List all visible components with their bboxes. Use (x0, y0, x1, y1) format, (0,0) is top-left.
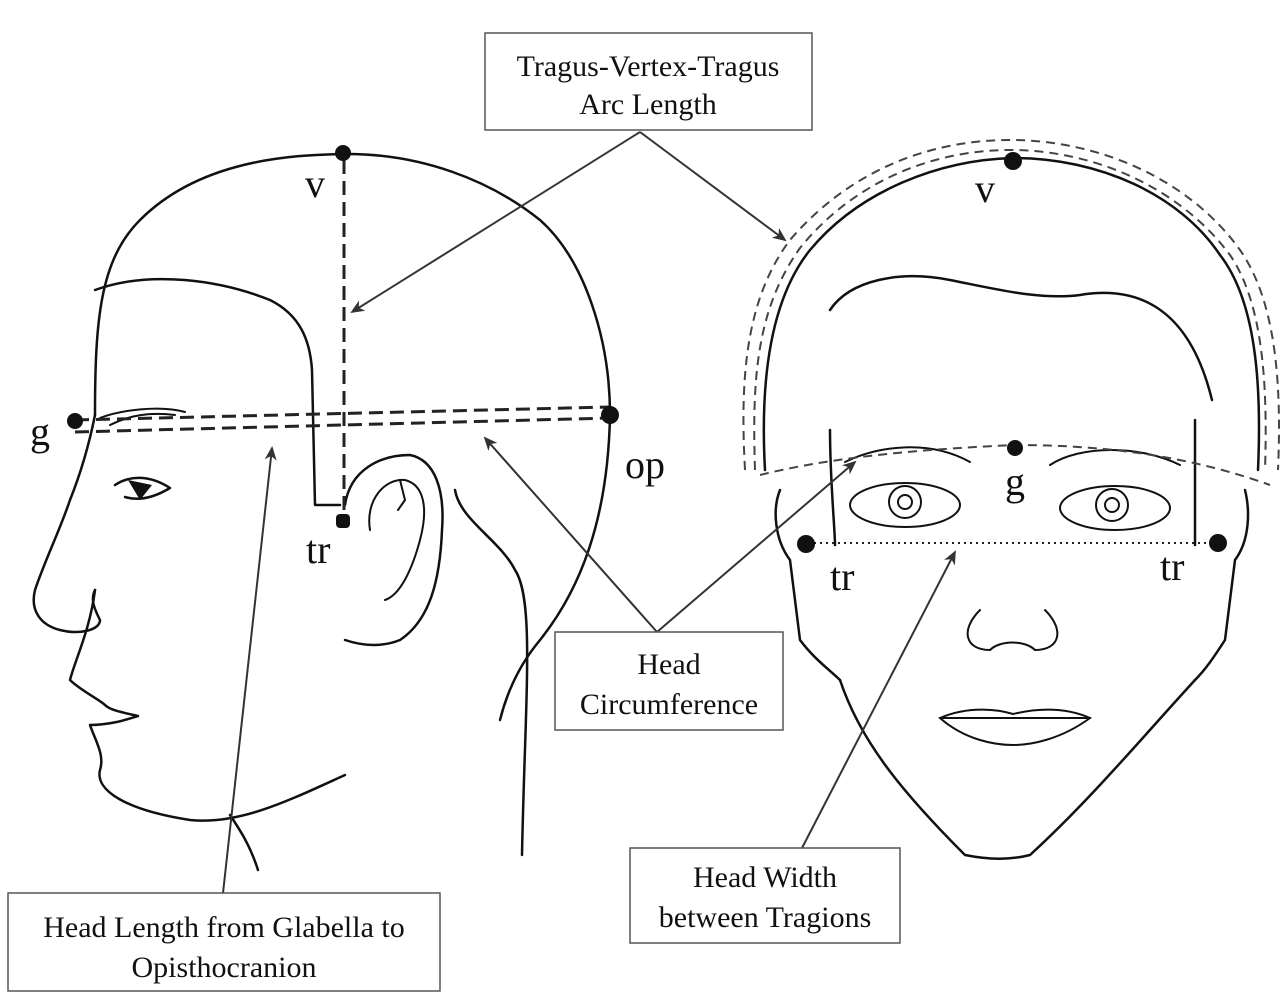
callout-length: Head Length from Glabella to Opisthocran… (7, 892, 441, 992)
callout-arc-length: Tragus-Vertex-Tragus Arc Length (484, 32, 813, 131)
circumference-line-1: Head (637, 648, 700, 681)
arc-length-line-2: Arc Length (579, 88, 716, 121)
arc-length-line-1: Tragus-Vertex-Tragus (517, 50, 780, 83)
side-vertex-label: v (305, 161, 325, 206)
arc-length-arrow-side (350, 131, 641, 314)
side-glabella-label: g (30, 409, 50, 454)
front-tragion-right-point (1209, 534, 1227, 552)
front-tragion-left-label: tr (830, 554, 854, 599)
length-line-2: Opisthocranion (132, 951, 317, 984)
width-line-2: between Tragions (659, 901, 872, 934)
length-arrow (222, 446, 277, 894)
side-vertex-point (335, 145, 351, 161)
pointer-arrows (222, 131, 956, 894)
circumference-line-2: Circumference (580, 688, 758, 721)
front-tragion-right-label: tr (1160, 544, 1184, 589)
side-opisthocranion-point (601, 406, 619, 424)
arc-length-arrow-front (639, 131, 787, 242)
front-vertex-label: v (975, 166, 995, 211)
side-glabella-point (67, 413, 83, 429)
length-line-1: Head Length from Glabella to (43, 911, 405, 944)
front-glabella-point (1007, 440, 1023, 456)
side-tragion-point (336, 514, 350, 528)
front-glabella-label: g (1005, 459, 1025, 504)
side-view-head: v g op tr (30, 145, 665, 872)
front-view-head: v g tr tr (742, 138, 1280, 860)
circumference-arrow-front (656, 460, 857, 633)
side-opisthocranion-label: op (625, 442, 665, 487)
callout-circumference: Head Circumference (554, 631, 784, 731)
callout-width: Head Width between Tragions (629, 847, 901, 944)
width-line-1: Head Width (693, 861, 837, 894)
circumference-arrow-side (483, 436, 658, 633)
width-arrow (801, 550, 956, 849)
side-tragion-label: tr (306, 527, 330, 572)
front-tragion-left-point (797, 535, 815, 553)
front-vertex-point (1004, 152, 1022, 170)
